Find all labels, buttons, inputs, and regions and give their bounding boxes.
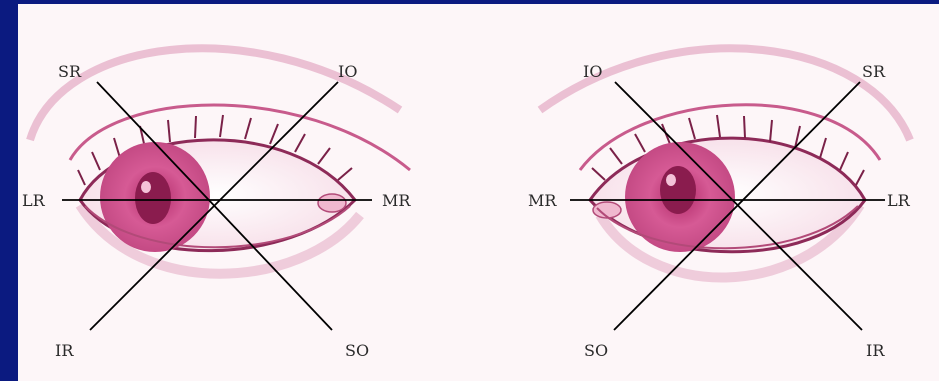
left-label-so: SO: [345, 341, 369, 360]
right-label-lr: LR: [887, 191, 911, 210]
left-highlight: [141, 181, 151, 193]
left-label-sr: SR: [58, 62, 82, 81]
right-label-io: IO: [583, 62, 602, 81]
right-highlight: [666, 174, 676, 186]
left-label-io: IO: [338, 62, 357, 81]
left-label-mr: MR: [382, 191, 411, 210]
right-label-sr: SR: [862, 62, 886, 81]
right-label-so: SO: [584, 341, 608, 360]
left-label-ir: IR: [55, 341, 74, 360]
left-pupil: [135, 172, 171, 224]
left-caruncle: [318, 194, 346, 212]
right-pupil: [660, 166, 696, 214]
right-label-mr: MR: [528, 191, 557, 210]
left-label-lr: LR: [22, 191, 46, 210]
right-label-ir: IR: [866, 341, 885, 360]
